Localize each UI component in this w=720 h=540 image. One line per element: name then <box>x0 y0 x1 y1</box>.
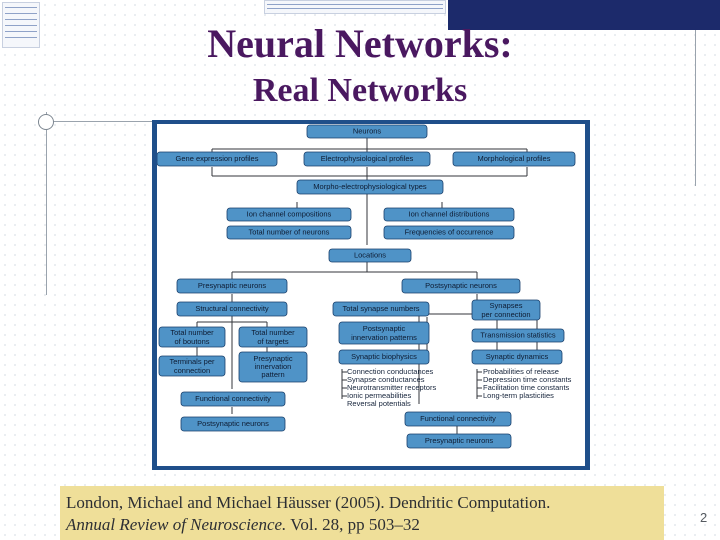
svg-text:Transmission statistics: Transmission statistics <box>480 330 555 339</box>
svg-text:Depression time constants: Depression time constants <box>483 375 572 384</box>
page-number: 2 <box>700 510 708 525</box>
citation-journal: Annual Review of Neuroscience. <box>66 515 287 534</box>
svg-text:Morphological profiles: Morphological profiles <box>478 154 551 163</box>
node-synaptic-dynamics: Synaptic dynamics <box>471 349 563 365</box>
biophysics-list: Connection conductances Synapse conducta… <box>347 367 436 408</box>
svg-text:Presynaptic neurons: Presynaptic neurons <box>198 281 267 290</box>
svg-text:Synaptic dynamics: Synaptic dynamics <box>486 352 549 361</box>
svg-text:per connection: per connection <box>481 310 530 319</box>
node-presynaptic-bottom: Presynaptic neurons <box>406 433 512 449</box>
svg-text:innervation: innervation <box>255 362 292 371</box>
svg-text:Reversal potentials: Reversal potentials <box>347 399 411 408</box>
svg-text:Neurotransmitter receptors: Neurotransmitter receptors <box>347 383 436 392</box>
header-accent-bar <box>448 0 720 30</box>
citation-line1: London, Michael and Michael Häusser (200… <box>66 493 551 512</box>
node-neurons: Neurons <box>306 124 428 139</box>
network-diagram-figure: Neurons Gene expression profiles Electro… <box>152 120 590 470</box>
svg-text:pattern: pattern <box>261 370 284 379</box>
svg-text:Electrophysiological profiles: Electrophysiological profiles <box>321 154 414 163</box>
svg-text:Probabilities of release: Probabilities of release <box>483 367 559 376</box>
decorative-circle <box>38 114 54 130</box>
svg-text:Total number: Total number <box>251 328 295 337</box>
node-functional-connectivity-right: Functional connectivity <box>404 411 512 427</box>
node-postsynaptic-bottom: Postsynaptic neurons <box>180 416 286 432</box>
slide-subtitle: Real Networks <box>252 72 468 109</box>
node-total-targets: Total number of targets <box>238 326 308 348</box>
node-total-synapse: Total synapse numbers <box>332 301 430 317</box>
node-transmission-statistics: Transmission statistics <box>471 328 565 343</box>
citation-details: Vol. 28, pp 503–32 <box>286 515 420 534</box>
node-presynaptic-neurons: Presynaptic neurons <box>176 278 288 294</box>
node-total-neurons: Total number of neurons <box>226 225 352 240</box>
dynamics-list: Probabilities of release Depression time… <box>483 367 572 400</box>
svg-text:Frequencies of occurrence: Frequencies of occurrence <box>405 227 494 236</box>
node-locations: Locations <box>328 248 412 263</box>
network-diagram: Neurons Gene expression profiles Electro… <box>157 124 585 466</box>
svg-text:connection: connection <box>174 366 210 375</box>
decorative-line <box>46 112 47 295</box>
citation-line2: Annual Review of Neuroscience. Vol. 28, … <box>66 514 658 536</box>
node-electrophysiological: Electrophysiological profiles <box>303 151 431 167</box>
svg-text:Presynaptic: Presynaptic <box>253 354 292 363</box>
svg-text:Gene expression profiles: Gene expression profiles <box>176 154 259 163</box>
svg-text:Synapses: Synapses <box>490 301 523 310</box>
thumbnail-decoration <box>2 2 40 48</box>
node-total-boutons: Total number of boutons <box>158 326 226 348</box>
svg-text:Locations: Locations <box>354 250 386 259</box>
svg-text:Facilitation time constants: Facilitation time constants <box>483 383 570 392</box>
svg-text:Ion channel compositions: Ion channel compositions <box>247 209 332 218</box>
citation-box: London, Michael and Michael Häusser (200… <box>60 486 664 540</box>
svg-text:Synaptic biophysics: Synaptic biophysics <box>351 352 417 361</box>
svg-text:of boutons: of boutons <box>174 337 209 346</box>
node-ion-distributions: Ion channel distributions <box>383 207 515 222</box>
slide-title: Neural Networks: <box>207 21 513 66</box>
svg-text:Morpho-electrophysiological ty: Morpho-electrophysiological types <box>313 182 427 191</box>
node-morpho-types: Morpho-electrophysiological types <box>296 179 444 195</box>
node-postsynaptic-neurons: Postsynaptic neurons <box>401 278 521 294</box>
node-ion-compositions: Ion channel compositions <box>226 207 352 222</box>
node-gene-expression: Gene expression profiles <box>157 151 278 167</box>
svg-text:Total number: Total number <box>170 328 214 337</box>
svg-text:Terminals per: Terminals per <box>169 357 215 366</box>
svg-text:Functional connectivity: Functional connectivity <box>195 394 271 403</box>
svg-text:Neurons: Neurons <box>353 126 382 135</box>
svg-text:Ionic permeabilities: Ionic permeabilities <box>347 391 411 400</box>
node-synaptic-biophysics: Synaptic biophysics <box>338 349 430 365</box>
svg-text:Structural connectivity: Structural connectivity <box>195 304 269 313</box>
svg-text:Postsynaptic neurons: Postsynaptic neurons <box>197 419 269 428</box>
svg-text:Synapse conductances: Synapse conductances <box>347 375 425 384</box>
svg-text:Long-term plasticities: Long-term plasticities <box>483 391 554 400</box>
svg-text:Total number of neurons: Total number of neurons <box>249 227 330 236</box>
node-presyn-innervation: Presynaptic innervation pattern <box>238 351 308 383</box>
svg-text:of targets: of targets <box>257 337 289 346</box>
svg-text:Ion channel distributions: Ion channel distributions <box>409 209 490 218</box>
svg-text:Functional connectivity: Functional connectivity <box>420 414 496 423</box>
decorative-line <box>695 30 696 186</box>
node-frequencies: Frequencies of occurrence <box>383 225 515 240</box>
svg-text:Presynaptic neurons: Presynaptic neurons <box>425 436 494 445</box>
svg-text:Total synapse numbers: Total synapse numbers <box>342 304 419 313</box>
thumbnail-decoration <box>264 0 446 14</box>
node-terminals-per-connection: Terminals per connection <box>158 355 226 377</box>
node-structural-connectivity: Structural connectivity <box>176 301 288 317</box>
svg-text:innervation patterns: innervation patterns <box>351 333 417 342</box>
svg-text:Postsynaptic neurons: Postsynaptic neurons <box>425 281 497 290</box>
svg-text:Postsynaptic: Postsynaptic <box>363 324 406 333</box>
svg-text:Connection conductances: Connection conductances <box>347 367 434 376</box>
node-functional-connectivity: Functional connectivity <box>180 391 286 407</box>
node-synapses-per-connection: Synapses per connection <box>471 299 541 321</box>
node-morphological: Morphological profiles <box>452 151 576 167</box>
node-postsyn-innervation: Postsynaptic innervation patterns <box>338 321 430 345</box>
